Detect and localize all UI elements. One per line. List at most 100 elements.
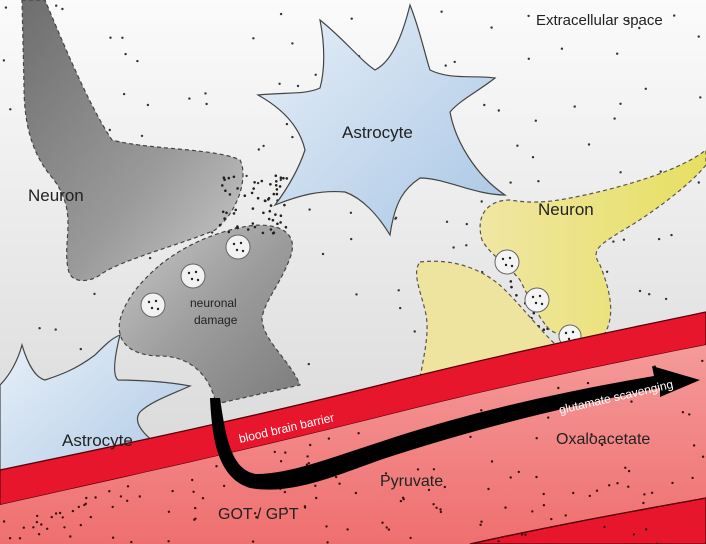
dot	[399, 306, 402, 310]
dot	[350, 17, 353, 20]
dot	[140, 134, 144, 138]
lumen-dot	[309, 443, 312, 447]
dot	[626, 19, 630, 22]
lumen-dot	[201, 497, 205, 500]
lumen-dot	[325, 525, 328, 528]
lumen-dot	[61, 516, 64, 519]
lumen-dot	[632, 533, 636, 536]
lumen-dot	[303, 505, 307, 508]
lumen-dot	[645, 528, 648, 531]
lumen-dot	[50, 515, 53, 519]
dot	[355, 293, 358, 296]
lumen-dot	[624, 466, 627, 469]
dot	[269, 228, 273, 231]
lumen-dot	[85, 496, 88, 500]
dot	[542, 328, 546, 332]
neuron-left-body	[21, 0, 244, 282]
dot	[38, 327, 41, 330]
vesicle	[494, 249, 520, 275]
lumen-dot	[590, 433, 593, 436]
lumen-dot	[630, 400, 633, 403]
dot	[278, 185, 282, 188]
label-neuron-right: Neuron	[538, 200, 594, 219]
lumen-dots	[2, 359, 705, 544]
dot	[121, 36, 124, 39]
dot	[274, 213, 277, 216]
dot	[285, 177, 289, 180]
lumen-dot	[306, 455, 309, 458]
lumen-dot	[253, 512, 257, 515]
lumen-dot	[71, 509, 75, 513]
dot	[267, 197, 271, 200]
dot	[509, 280, 513, 283]
lumen-dot	[63, 526, 66, 529]
lumen-dot	[409, 536, 412, 540]
dot	[670, 233, 673, 237]
dot	[527, 57, 530, 60]
dot	[619, 102, 622, 106]
lumen-dot	[435, 506, 438, 509]
label-neuronal-damage-line2: damage	[194, 313, 238, 327]
dot	[246, 228, 250, 231]
vessel-lower-wall-edge	[469, 497, 706, 544]
dot	[699, 96, 702, 99]
dot	[497, 109, 500, 112]
lumen-dot	[504, 506, 507, 509]
dot	[223, 178, 226, 181]
lumen-dot	[18, 537, 22, 540]
lumen-dot	[307, 462, 310, 465]
lumen-dot	[535, 437, 538, 440]
lumen-dot	[550, 517, 553, 521]
dot	[268, 209, 272, 213]
lumen-dot	[542, 504, 546, 507]
dot	[274, 174, 278, 177]
lumen-dot	[497, 540, 500, 543]
dot	[638, 26, 641, 30]
lumen-dot	[46, 527, 49, 530]
lumen-dot	[439, 510, 443, 514]
dot	[228, 193, 232, 196]
lumen-dot	[595, 489, 599, 492]
dot	[109, 36, 112, 39]
dot	[510, 285, 513, 289]
dot	[622, 238, 626, 241]
dot	[275, 180, 278, 183]
label-neuronal-damage-line1: neuronal	[190, 296, 237, 310]
lumen-dot	[273, 450, 276, 454]
dot	[269, 204, 273, 207]
dot	[605, 270, 609, 273]
dot	[243, 194, 247, 197]
dot	[227, 176, 231, 180]
lumen-dot	[469, 435, 472, 439]
vesicle	[225, 234, 251, 260]
dot	[61, 7, 64, 11]
dot	[515, 294, 518, 297]
dot	[483, 103, 486, 107]
dot	[279, 221, 282, 224]
dot	[236, 187, 239, 190]
lumen-dot	[77, 505, 81, 509]
dot	[697, 181, 700, 184]
lumen-dot	[58, 511, 62, 515]
dot	[537, 180, 540, 183]
dot	[188, 97, 191, 100]
lumen-dot	[54, 512, 58, 515]
dot	[272, 192, 276, 196]
neuron-right-terminal	[416, 260, 558, 379]
dot	[453, 60, 456, 64]
lumen-dot	[691, 476, 694, 480]
dot	[616, 52, 619, 55]
lumen-dot	[608, 484, 611, 487]
dot	[452, 246, 455, 249]
vesicles-damaged	[140, 234, 251, 318]
dot	[227, 230, 231, 234]
lumen-dot	[126, 485, 130, 488]
dot	[285, 122, 289, 126]
dot	[697, 35, 700, 38]
dot	[516, 144, 519, 147]
dot	[275, 192, 279, 196]
label-pyruvate: Pyruvate	[380, 473, 443, 490]
dot	[263, 199, 267, 202]
